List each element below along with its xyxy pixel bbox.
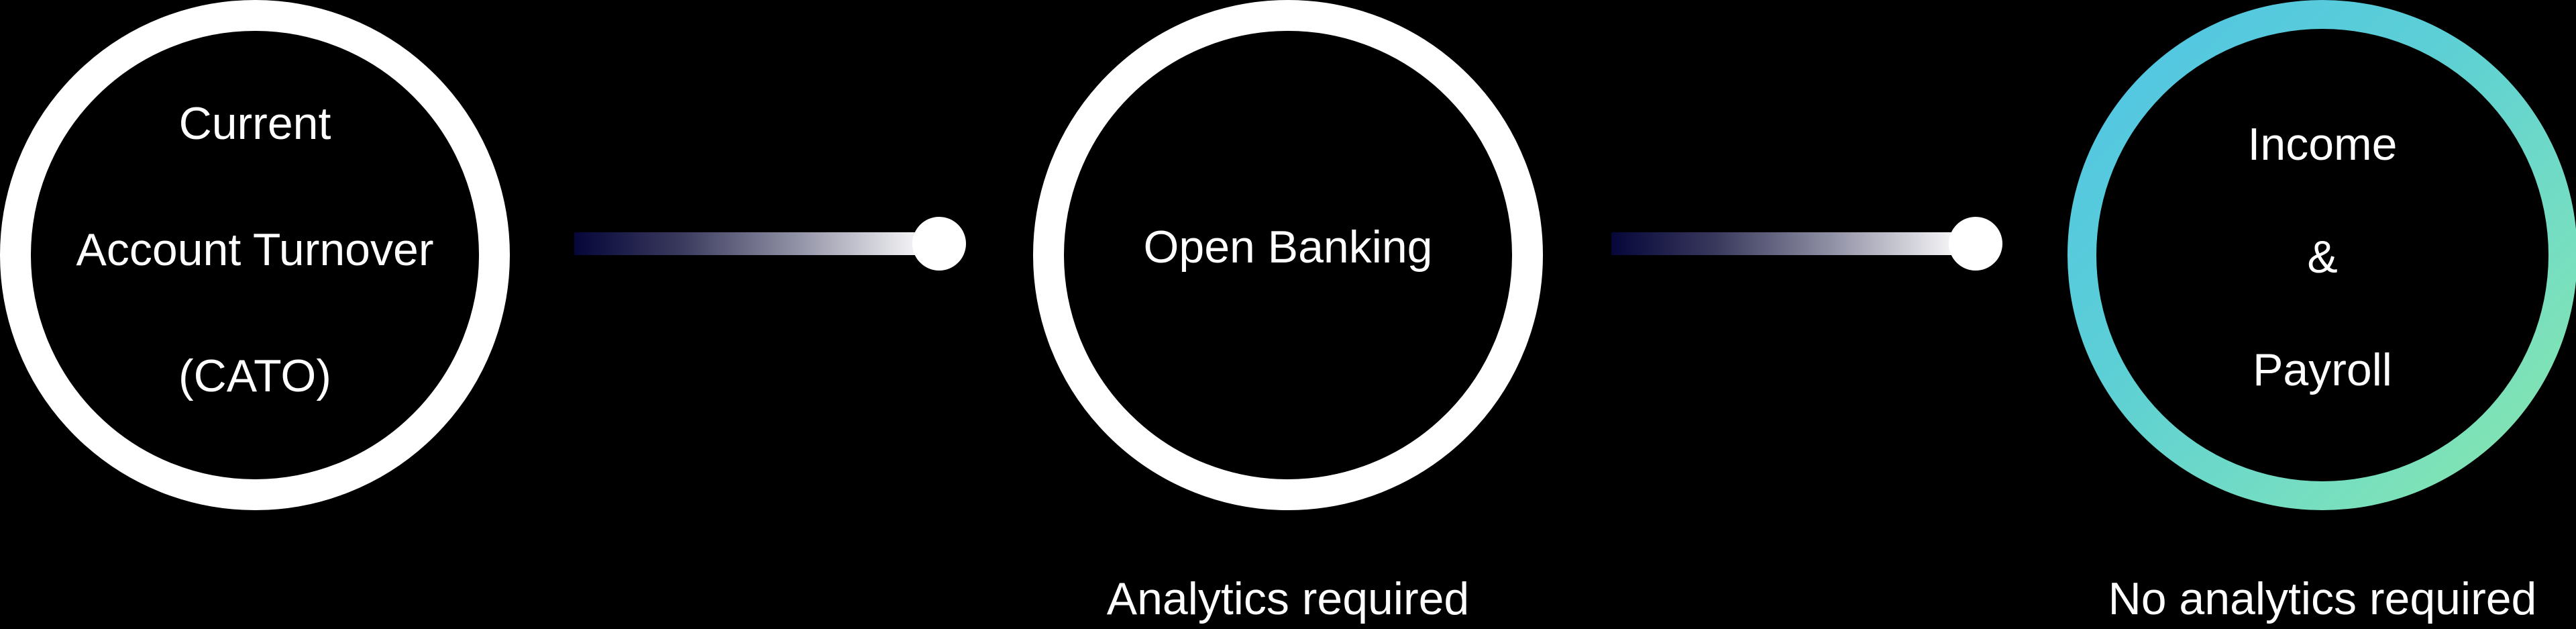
node-label-line: & [2307,232,2338,283]
node-income-payroll-label: Income & Payroll [2248,60,2398,454]
node-cato: Current Account Turnover (CATO) [0,0,510,510]
caption-open-banking: Analytics required [1106,573,1470,624]
connector-cato-to-open-banking [574,217,967,271]
node-label-line: Account Turnover [76,224,434,275]
node-label-line: Payroll [2253,344,2392,395]
connector-bar [1611,232,1966,255]
node-label-line: Income [2247,119,2398,170]
connector-dot-icon [912,217,966,271]
node-income-payroll: Income & Payroll [2068,0,2576,510]
node-open-banking: Open Banking [1033,0,1543,510]
node-label-line: Current [178,98,331,149]
connector-open-banking-to-income-payroll [1611,217,2003,271]
connector-bar [574,232,930,255]
node-open-banking-label: Open Banking [1144,166,1433,328]
node-cato-label: Current Account Turnover (CATO) [76,29,434,471]
connector-dot-icon [1949,217,2002,271]
node-label-line: Open Banking [1143,222,1433,273]
caption-income-payroll: No analytics required [2108,573,2537,624]
node-label-line: (CATO) [178,350,331,401]
